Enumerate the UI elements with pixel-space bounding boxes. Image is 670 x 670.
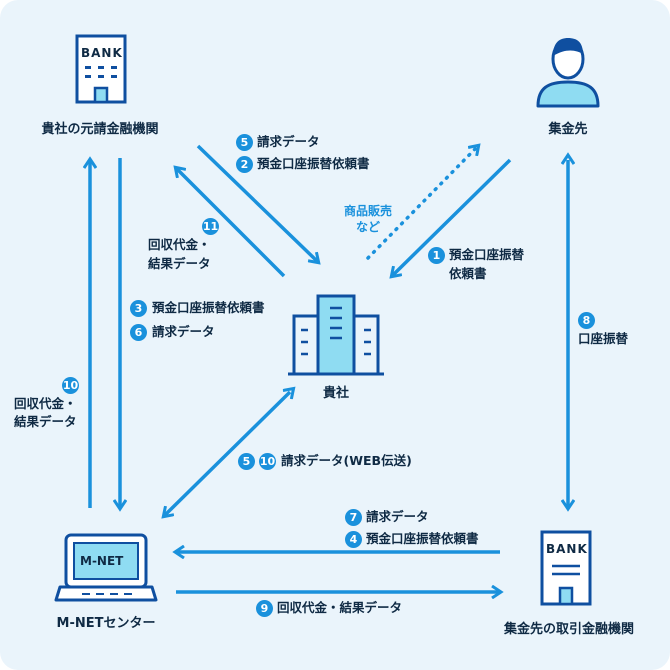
step-label: 請求データ(WEB伝送): [281, 453, 412, 468]
step-badge: 5: [238, 453, 255, 470]
person-icon: [536, 38, 600, 108]
step-label: 回収代金・: [148, 237, 211, 252]
arrow-payee-to-company: [392, 158, 512, 276]
step-badge: 2: [236, 156, 253, 173]
step-label: 結果データ: [14, 414, 77, 429]
step-badge: 4: [345, 531, 362, 548]
node-title-company: 貴社: [322, 386, 349, 401]
computer-icon: [54, 533, 158, 602]
step-label: 依頼書: [449, 266, 487, 281]
bank-sign: BANK: [546, 542, 588, 556]
arrow-company-mnet: [164, 392, 290, 516]
step-badge: 9: [256, 600, 273, 617]
step-badge: 7: [345, 509, 362, 526]
step-label: 預金口座振替: [449, 247, 525, 262]
note-goods: 商品販売: [343, 204, 392, 218]
node-title-bank-left: 貴社の元請金融機関: [41, 122, 159, 137]
step-label: 請求データ: [257, 134, 320, 149]
step-badge: 1: [428, 247, 445, 264]
step-label: 預金口座振替依頼書: [257, 156, 370, 171]
step-label: 請求データ: [366, 509, 429, 524]
step-label: 回収代金・: [14, 396, 77, 411]
mnet-screen-label: M-NET: [80, 554, 124, 568]
company-building-icon: [288, 294, 384, 376]
step-label: 回収代金・結果データ: [277, 600, 403, 615]
bank-building-icon: [75, 34, 127, 104]
bank-sign: BANK: [81, 46, 123, 60]
arrow-bank-to-company: [196, 144, 318, 262]
node-title-payee: 集金先: [548, 122, 588, 137]
step-label: 口座振替: [578, 331, 629, 346]
arrow-company-to-bank: [176, 168, 286, 278]
node-title-mnet: M-NETセンター: [56, 616, 156, 631]
step-badge: 6: [130, 324, 147, 341]
step-badge: 5: [236, 134, 253, 151]
step-label: 請求データ: [152, 324, 215, 339]
step-badge: 3: [130, 300, 147, 317]
step-label: 預金口座振替依頼書: [366, 531, 479, 546]
step-label: 結果データ: [148, 256, 211, 271]
node-title-bank-right: 集金先の取引金融機関: [503, 622, 634, 637]
step-badge: 8: [578, 312, 595, 329]
step-badge: 10: [62, 377, 79, 394]
step-badge: 11: [202, 218, 219, 235]
step-label: 預金口座振替依頼書: [152, 300, 265, 315]
step-badge: 10: [259, 453, 276, 470]
bank-building-icon: [540, 530, 592, 606]
note-goods: など: [355, 220, 380, 234]
arrow-goods-dotted: [366, 146, 478, 260]
